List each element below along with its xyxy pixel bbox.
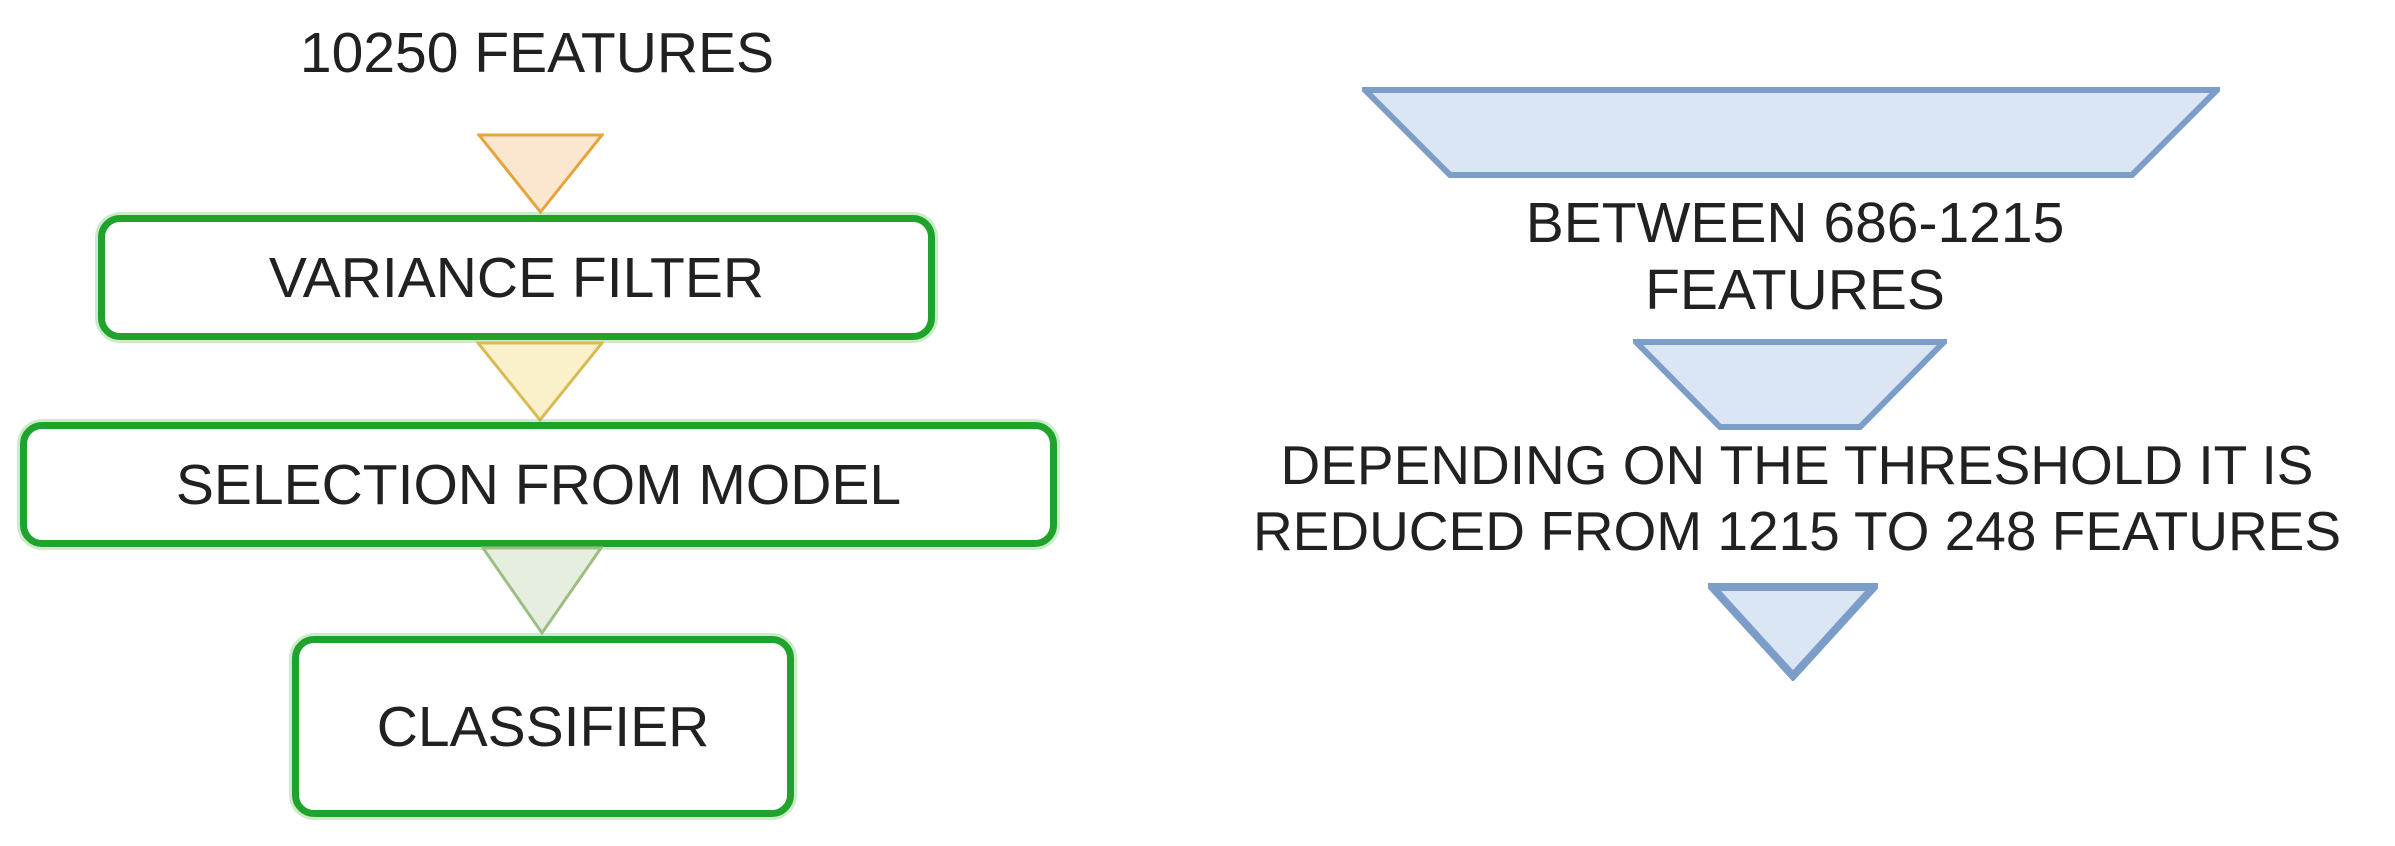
stage-label: SELECTION FROM MODEL (175, 452, 902, 517)
stage-box-selection-from-model: SELECTION FROM MODEL (20, 422, 1057, 547)
input-features-label: 10250 FEATURES (299, 21, 775, 85)
funnel-caption-2: DEPENDING ON THE THRESHOLD IT IS REDUCED… (1253, 432, 2341, 564)
funnel-caption-1-line-2: FEATURES (1645, 258, 1945, 322)
stage-box-variance-filter: VARIANCE FILTER (98, 215, 935, 340)
funnel-tip-triangle (1708, 583, 1878, 681)
funnel-caption-2-line-1: DEPENDING ON THE THRESHOLD IT IS (1280, 434, 2314, 496)
funnel-middle-trapezoid (1633, 339, 1947, 430)
stage-label: CLASSIFIER (376, 694, 710, 759)
green-arrow-down-icon (481, 546, 603, 636)
funnel-top-trapezoid (1362, 87, 2220, 178)
yellow-arrow-down-icon (476, 341, 604, 423)
funnel-caption-1: BETWEEN 686-1215 FEATURES (1526, 190, 2065, 324)
funnel-caption-2-line-2: REDUCED FROM 1215 TO 248 FEATURES (1252, 500, 2342, 562)
stage-box-classifier: CLASSIFIER (292, 636, 794, 817)
orange-arrow-down-icon (477, 133, 604, 215)
stage-label: VARIANCE FILTER (268, 245, 765, 310)
funnel-caption-1-line-1: BETWEEN 686-1215 (1525, 191, 2065, 255)
